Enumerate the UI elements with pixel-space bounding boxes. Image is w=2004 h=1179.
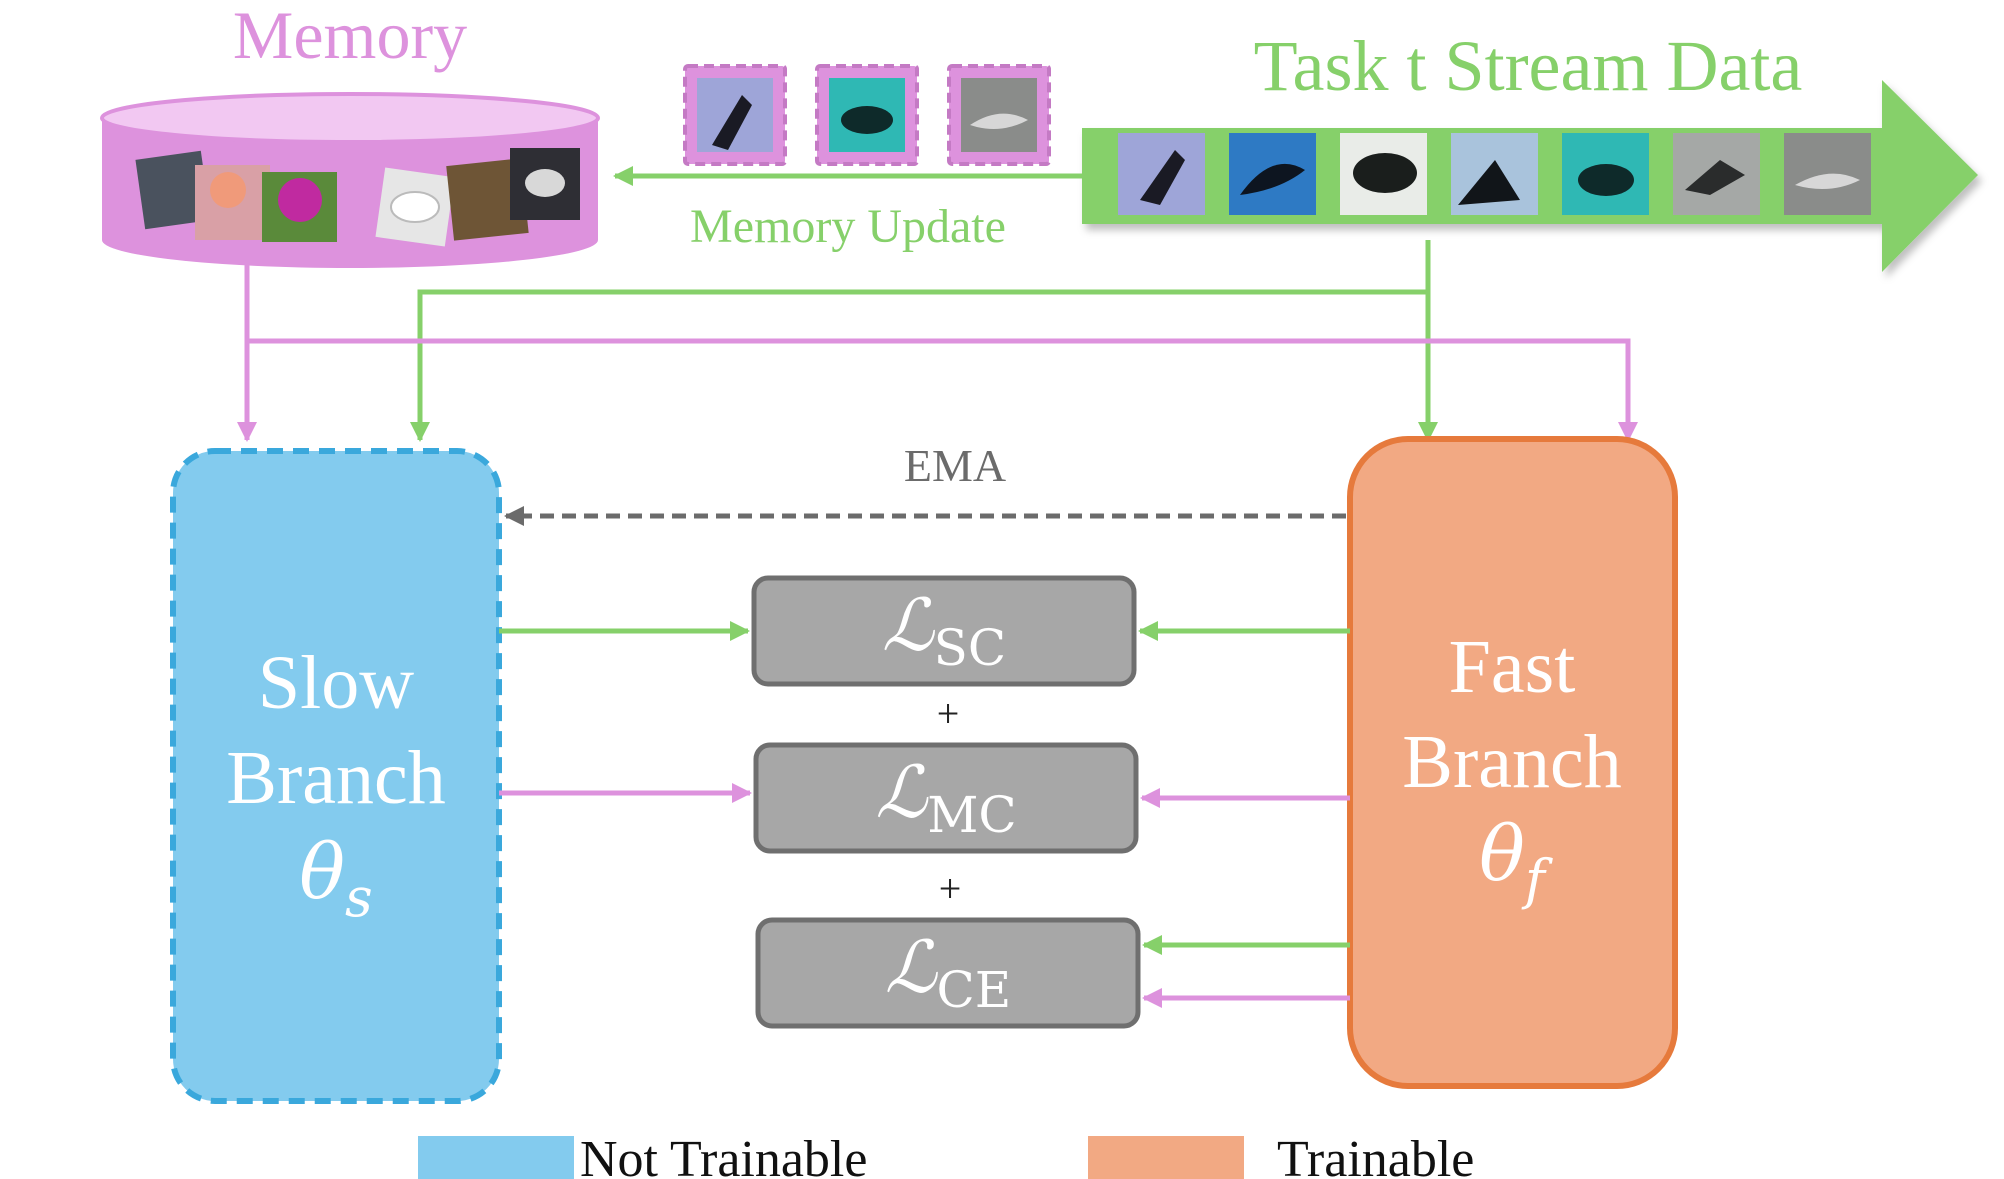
loss-ce-text: ℒCE [885,925,1012,1019]
fast-branch-line1: Fast [1449,625,1576,709]
plus-sign-2: + [939,866,962,911]
stream-title: Task t Stream Data [1254,26,1803,106]
legend-label-trainable: Trainable [1277,1131,1474,1179]
plus-sign-1: + [937,691,960,736]
loss-ce-box [755,917,1141,1029]
memory-update-samples [683,64,1051,166]
legend-swatch-not-trainable [418,1136,574,1179]
memory-image-dog [446,158,529,241]
memory-images [135,148,580,247]
fast-branch-line2: Branch [1402,720,1621,804]
stream-images [1118,133,1871,215]
loss-mc-text: ℒMC [875,750,1016,844]
memory-title: Memory [233,0,467,73]
slow-branch-line1: Slow [258,641,414,725]
memory-update-label: Memory Update [690,200,1006,253]
legend: Not Trainable Trainable [418,1131,1474,1179]
loss-mc-box [753,742,1139,854]
legend-label-not-trainable: Not Trainable [580,1131,867,1179]
loss-sc-text: ℒSC [882,583,1006,677]
slow-branch-box [170,448,502,1104]
slow-branch-param: θs [299,827,372,929]
legend-swatch-trainable [1088,1136,1244,1179]
loss-sc-box [751,575,1137,687]
memory-to-fast-connector [247,338,1638,442]
slow-branch-line2: Branch [226,736,445,820]
memory-image-phone [135,150,211,230]
fast-branch-box [1347,436,1678,1089]
ema-label: EMA [904,440,1006,491]
memory-cylinder [100,92,600,268]
